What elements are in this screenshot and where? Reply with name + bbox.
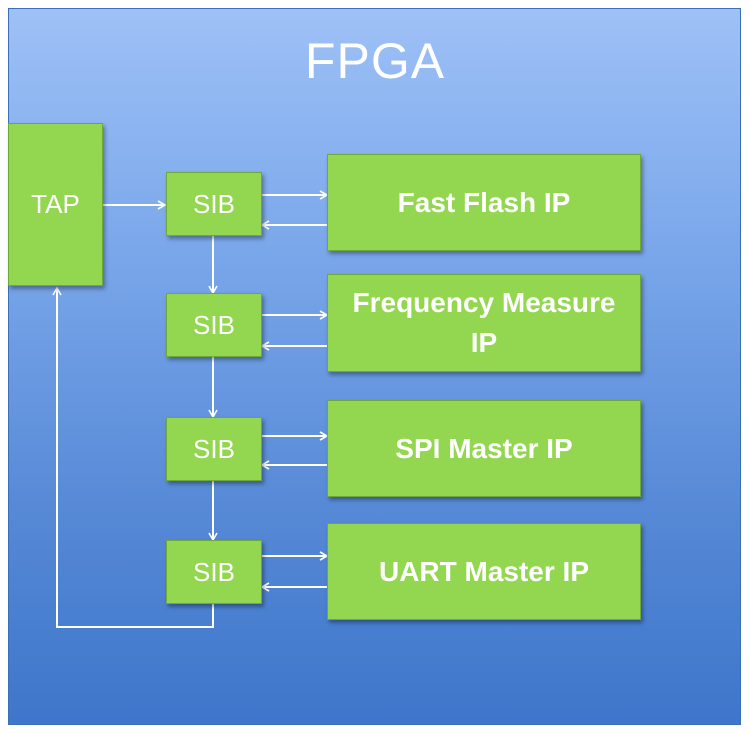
sib-block-2: SIB bbox=[166, 293, 262, 357]
sib-block-4: SIB bbox=[166, 540, 262, 604]
return-to-tap-arrow bbox=[52, 286, 214, 628]
sib-block-1: SIB bbox=[166, 172, 262, 236]
fast-flash-ip-block: Fast Flash IP bbox=[327, 154, 641, 251]
diagram-title: FPGA bbox=[304, 33, 446, 89]
spi-master-ip-block: SPI Master IP bbox=[327, 400, 641, 497]
sib-block-3: SIB bbox=[166, 417, 262, 481]
tap-block: TAP bbox=[8, 123, 103, 286]
frequency-measure-ip-block: Frequency Measure IP bbox=[327, 274, 641, 372]
uart-master-ip-block: UART Master IP bbox=[327, 523, 641, 620]
